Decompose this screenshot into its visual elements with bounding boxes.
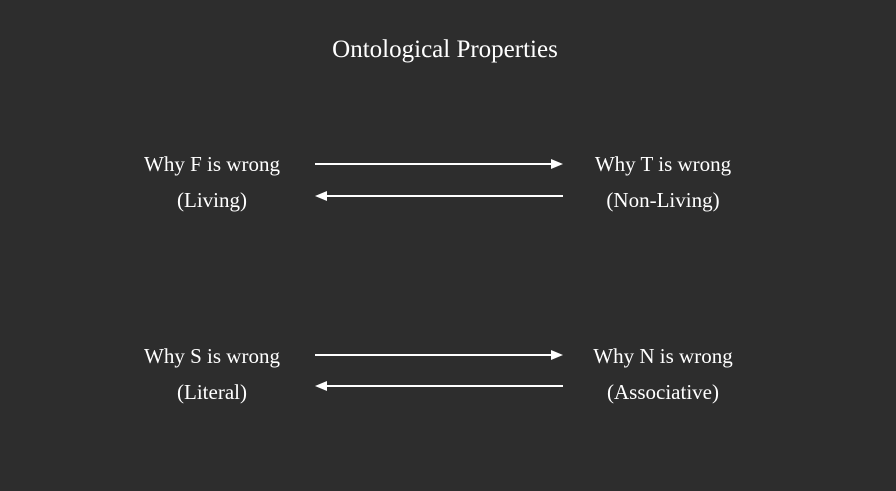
node-f-living: Why F is wrong (Living) — [102, 146, 322, 218]
node-s-sublabel: (Literal) — [177, 380, 247, 404]
node-t-sublabel: (Non-Living) — [606, 188, 720, 212]
arrow-t-to-f — [315, 191, 563, 201]
arrow-n-to-s — [315, 381, 563, 391]
node-s-label: Why S is wrong — [144, 344, 280, 368]
arrow-s-to-n — [315, 350, 563, 360]
node-f-sublabel: (Living) — [177, 188, 247, 212]
node-n-label: Why N is wrong — [593, 344, 733, 368]
node-t-label: Why T is wrong — [594, 152, 732, 176]
arrow-f-to-t — [315, 159, 563, 169]
node-s-literal: Why S is wrong (Literal) — [102, 338, 322, 410]
node-n-associative: Why N is wrong (Associative) — [553, 338, 773, 410]
diagram-title: Ontological Properties — [332, 36, 558, 63]
node-f-label: Why F is wrong — [144, 152, 280, 176]
node-t-non-living: Why T is wrong (Non-Living) — [553, 146, 773, 218]
node-n-sublabel: (Associative) — [607, 380, 719, 404]
